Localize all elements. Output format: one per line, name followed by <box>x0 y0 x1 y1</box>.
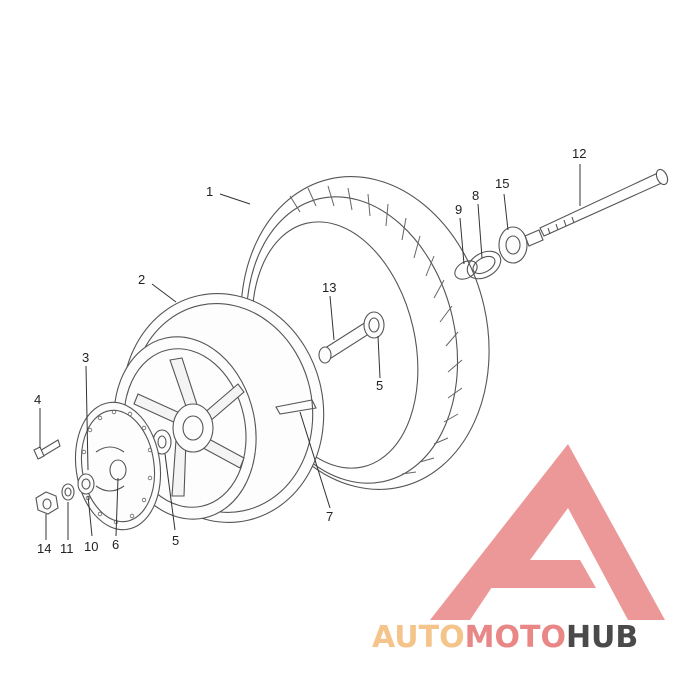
callout-14: 14 <box>37 541 51 556</box>
callout-4: 4 <box>34 392 41 407</box>
callout-7: 7 <box>326 509 333 524</box>
speedo-drive <box>498 226 544 264</box>
callout-5-left: 5 <box>172 533 179 548</box>
axle <box>539 168 669 237</box>
callout-6: 6 <box>112 537 119 552</box>
callout-9: 9 <box>455 202 462 217</box>
tyre <box>240 176 490 490</box>
leader-lines <box>39 164 581 540</box>
callout-2: 2 <box>138 272 145 287</box>
tyre-tread <box>289 185 463 475</box>
watermark-moto: MOTO <box>465 620 566 655</box>
callout-8: 8 <box>472 188 479 203</box>
callout-3: 3 <box>82 350 89 365</box>
callout-13: 13 <box>322 280 336 295</box>
watermark-hub: HUB <box>566 620 638 655</box>
disc-holes <box>81 409 153 525</box>
callout-5-right: 5 <box>376 378 383 393</box>
washer-8 <box>466 250 502 280</box>
callout-1: 1 <box>206 184 213 199</box>
bearing-right <box>363 311 385 339</box>
watermark-logo <box>430 444 665 620</box>
spacer <box>318 321 373 364</box>
callout-10: 10 <box>84 539 98 554</box>
washer-9 <box>454 260 478 280</box>
spacer-10 <box>77 473 95 495</box>
callout-labels: 1 2 3 4 5 5 6 7 8 9 10 11 12 13 14 15 <box>34 146 586 556</box>
watermark-triangle <box>430 444 665 620</box>
watermark-auto: AUTO <box>372 620 465 655</box>
bolt <box>33 439 61 460</box>
callout-12: 12 <box>572 146 586 161</box>
watermark-text: AUTOMOTOHUB <box>372 620 638 655</box>
washer-11 <box>61 483 75 501</box>
nut <box>35 491 59 515</box>
callout-15: 15 <box>495 176 509 191</box>
callout-11: 11 <box>60 541 74 556</box>
